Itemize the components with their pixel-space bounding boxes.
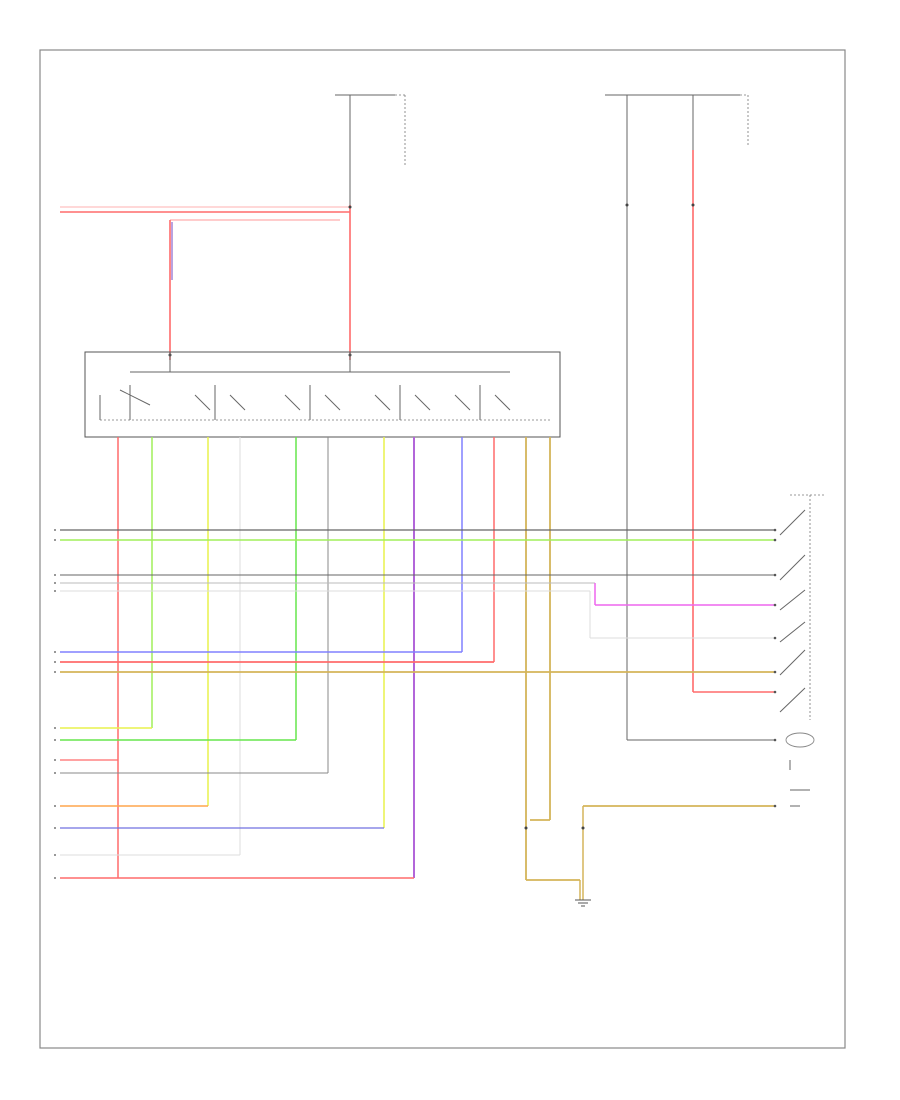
switch-contact-5 xyxy=(454,385,511,420)
lower-wires xyxy=(60,727,414,879)
connector-pins-left xyxy=(54,529,56,879)
ground-junction xyxy=(524,805,775,907)
connector-pins-right xyxy=(773,528,777,808)
switch-contact-3 xyxy=(284,385,341,420)
diagram-border xyxy=(39,49,846,1049)
fuse-block-left xyxy=(335,94,406,205)
red-feed-wire xyxy=(60,205,352,360)
switch-contact-1 xyxy=(99,385,151,420)
control-switch xyxy=(779,494,825,807)
bus-wires xyxy=(60,529,775,673)
ground-icon xyxy=(575,899,591,907)
drop-wires xyxy=(117,437,551,880)
combination-switch xyxy=(84,351,561,438)
switch-contact-2 xyxy=(194,385,246,420)
fuse-block-right xyxy=(605,94,775,741)
switch-contact-4 xyxy=(374,385,431,420)
